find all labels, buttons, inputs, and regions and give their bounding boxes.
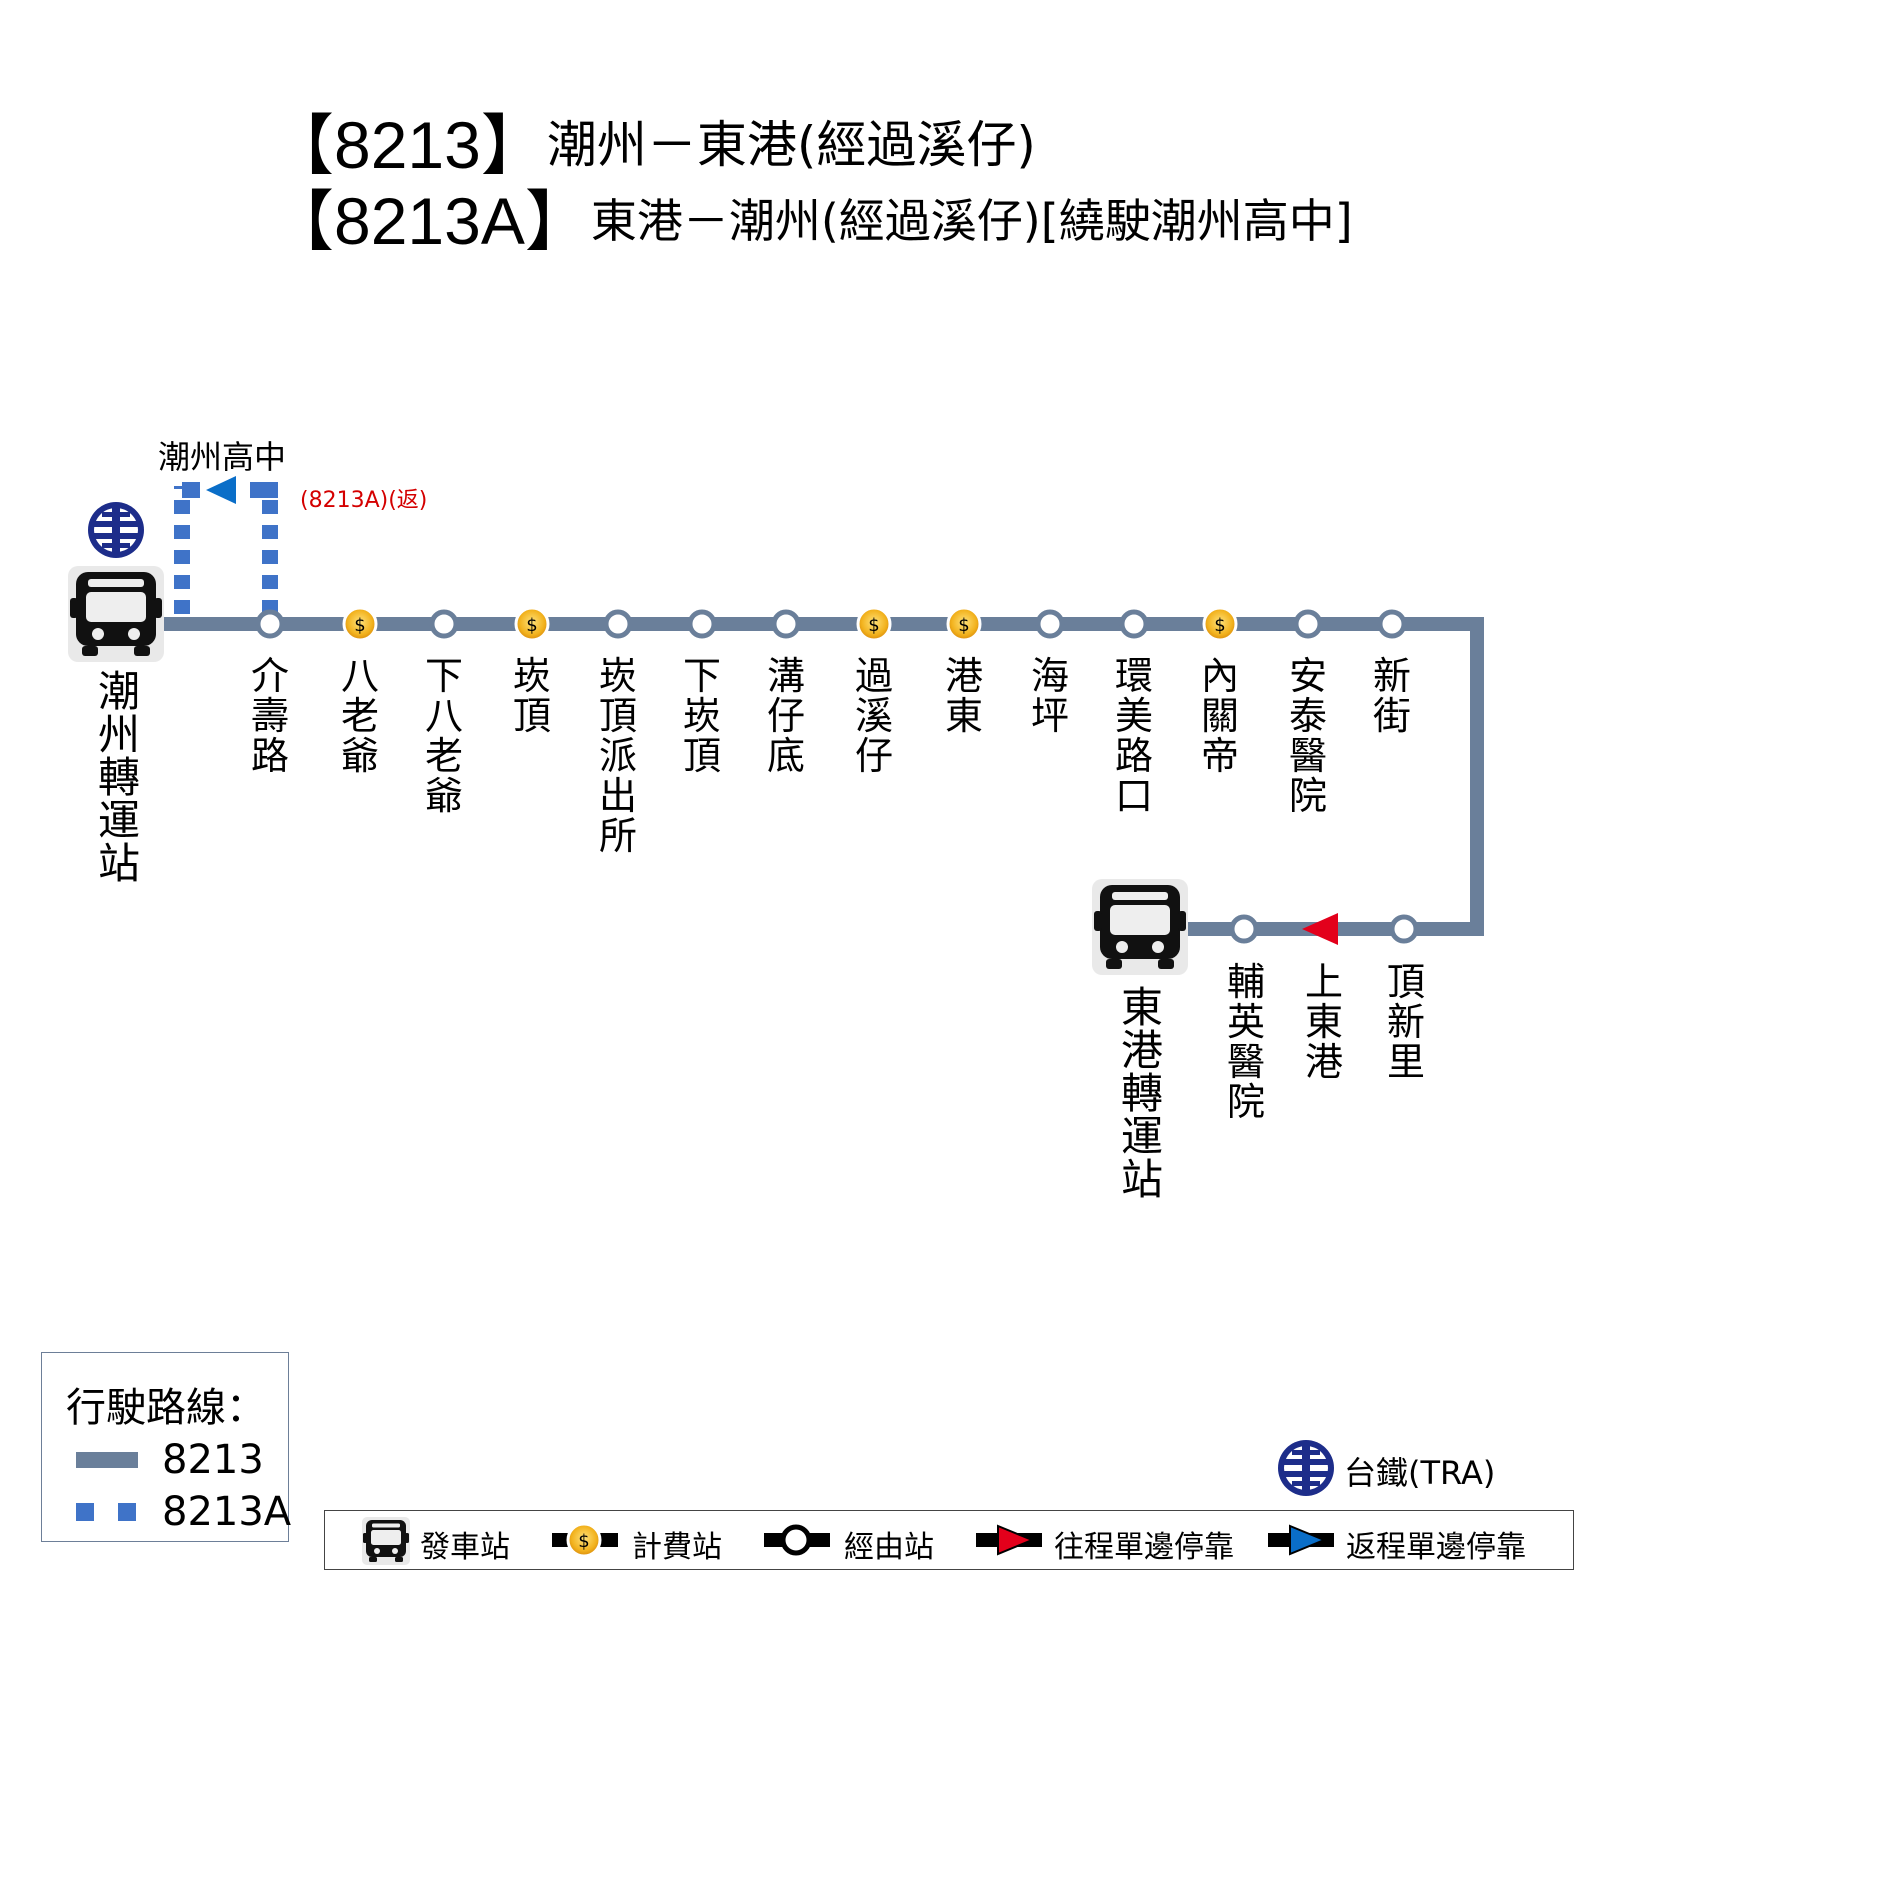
key-outbound-label: 往程單邊停靠 xyxy=(1054,1530,1234,1565)
tra-logo-icon xyxy=(88,502,144,558)
stop-marker xyxy=(1293,609,1323,639)
stop-marker xyxy=(1035,609,1065,639)
route-title-8213: 【8213】潮州－東港(經過溪仔) xyxy=(268,112,1036,178)
tra-label: 台鐵(TRA) xyxy=(1344,1454,1496,1492)
dollar-icon: $ xyxy=(958,615,969,636)
stop-marker xyxy=(771,609,801,639)
stop-label: 港東 xyxy=(944,654,983,738)
fare-stop-marker xyxy=(342,606,378,642)
key-depot-icon xyxy=(362,1517,410,1565)
tra-legend-logo-icon xyxy=(1278,1440,1334,1496)
route-code-8213a: 【8213A】 xyxy=(268,184,591,258)
key-fare-label: 計費站 xyxy=(632,1530,722,1565)
symbol-key-box xyxy=(324,1510,1574,1570)
dollar-icon: $ xyxy=(868,615,879,636)
stop-label: 崁頂 xyxy=(512,654,551,738)
stop-label: 海坪 xyxy=(1030,654,1069,738)
route-desc-8213a: 東港－潮州(經過溪仔)[繞駛潮州高中] xyxy=(590,194,1353,248)
key-fare-icon: $ xyxy=(552,1522,618,1558)
terminal-start-label: 潮州轉運站 xyxy=(97,667,140,888)
route-map: $ $ $ $ $ $ xyxy=(68,476,1484,1565)
key-depot-label: 發車站 xyxy=(420,1530,510,1565)
stop-marker xyxy=(255,609,285,639)
stop-marker xyxy=(603,609,633,639)
stop-label: 內關帝 xyxy=(1200,654,1239,778)
route-desc-8213: 潮州－東港(經過溪仔) xyxy=(546,116,1036,174)
fare-stop-marker xyxy=(1202,606,1238,642)
stop-label: 新街 xyxy=(1372,654,1411,738)
key-stop-icon xyxy=(764,1524,830,1556)
stop-marker xyxy=(1119,609,1149,639)
dollar-icon: $ xyxy=(1214,615,1225,636)
stop-label: 環美路口 xyxy=(1114,654,1153,818)
stop-label: 過溪仔 xyxy=(854,654,893,778)
stop-label: 溝仔底 xyxy=(766,654,805,778)
legend-box: 行駛路線： 8213 8213A xyxy=(41,1352,292,1542)
stop-marker xyxy=(1377,609,1407,639)
stop-marker-fu-ying-hospital xyxy=(1229,914,1259,944)
stop-label: 八老爺 xyxy=(340,654,379,778)
stop-label: 安泰醫院 xyxy=(1288,654,1327,818)
bus-terminal-end-icon xyxy=(1092,879,1188,975)
bus-terminal-start-icon xyxy=(68,566,164,662)
branch-8213a-line xyxy=(174,482,278,614)
legend-8213-label: 8213 xyxy=(162,1437,264,1483)
svg-text:$: $ xyxy=(578,1531,589,1552)
stop-marker-ding-xin-li xyxy=(1389,914,1419,944)
stop-label: 介壽路 xyxy=(250,654,289,778)
bottom-stop-markers xyxy=(1229,913,1419,945)
stop-label: 崁頂派出所 xyxy=(598,654,637,858)
branch-note: (8213A)(返) xyxy=(300,488,428,513)
branch-stop-label: 潮州高中 xyxy=(158,438,287,476)
legend-title: 行駛路線： xyxy=(66,1385,266,1431)
dollar-icon: $ xyxy=(354,615,365,636)
return-arrow-icon xyxy=(206,476,236,504)
stop-label-shang-dong-gang: 上東港 xyxy=(1304,960,1343,1084)
stop-marker xyxy=(429,609,459,639)
fare-stop-marker xyxy=(946,606,982,642)
route-code-8213: 【8213】 xyxy=(268,108,547,182)
legend-8213a-label: 8213A xyxy=(162,1489,292,1535)
key-stop-label: 經由站 xyxy=(844,1530,934,1565)
stop-label-ding-xin-li: 頂新里 xyxy=(1386,960,1425,1084)
fare-stop-marker xyxy=(856,606,892,642)
key-outbound-icon xyxy=(976,1524,1042,1556)
key-return-icon xyxy=(1268,1524,1334,1556)
stop-label: 下崁頂 xyxy=(682,654,721,778)
stop-label: 下八老爺 xyxy=(424,654,463,818)
stop-marker xyxy=(687,609,717,639)
route-title-8213a: 【8213A】東港－潮州(經過溪仔)[繞駛潮州高中] xyxy=(268,188,1353,254)
dollar-icon: $ xyxy=(526,615,537,636)
key-return-label: 返程單邊停靠 xyxy=(1346,1530,1526,1565)
top-stop-markers: $ $ $ $ $ xyxy=(255,606,1407,642)
stop-label-fu-ying-hospital: 輔英醫院 xyxy=(1226,960,1265,1124)
outbound-arrow-icon xyxy=(1302,913,1338,945)
terminal-end-label: 東港轉運站 xyxy=(1120,983,1163,1204)
fare-stop-marker xyxy=(514,606,550,642)
